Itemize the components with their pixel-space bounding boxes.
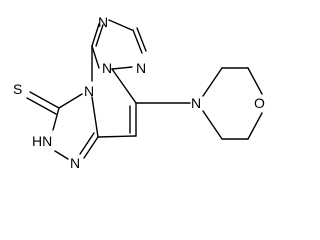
bond-n-top-to-c-top-right (108, 19, 133, 31)
bond-n-bottom-to-c-lower-junction (83, 136, 99, 159)
atom-n-left-upper: N (84, 83, 94, 99)
atom-n-right-upper: N (136, 60, 146, 76)
bond-c-top-right-to-n-right-upper-double (136, 27, 147, 52)
bond-c-thione-to-nh (52, 107, 60, 131)
bond-c-thione-to-s (29, 91, 60, 109)
bond-o-to-lower-right-ch2 (247, 112, 263, 140)
bond-n-morpholine-to-upper-ch2 (202, 67, 223, 97)
atom-n-morpholine: N (191, 95, 201, 111)
bond-n-center-to-c-morpholine (111, 68, 137, 104)
atom-labels: S N N N N N O HN N (13, 14, 265, 171)
atom-s: S (13, 81, 22, 97)
bond-n-center-to-c-junction (91, 45, 100, 69)
bond-n-top-to-c-junction-double (95, 24, 104, 47)
bond-upper-right-ch2-to-o (247, 67, 263, 95)
chemical-structure-diagram: S N N N N N O HN N (13, 14, 265, 171)
bond-n-top-to-c-junction (91, 23, 100, 47)
bond-ch-to-c-lower-junction (97, 135, 137, 138)
bond-n-right-upper-to-n-center (111, 66, 133, 70)
bond-n-left-upper-to-c-lower-junction (91, 96, 99, 138)
bond-c-thione-to-s-double (26, 97, 57, 115)
bond-n-left-upper-to-c-thione (58, 93, 83, 109)
bonds (26, 19, 263, 160)
bond-n-bottom-to-c-lower-junction-double (79, 132, 95, 155)
atom-o: O (254, 95, 265, 111)
atom-nh: HN (32, 133, 52, 149)
atom-n-bottom: N (70, 155, 80, 171)
bond-nh-to-n-bottom (54, 150, 69, 160)
atom-n-center: N (102, 60, 112, 76)
atom-n-top: N (98, 14, 108, 30)
bond-c-top-right-to-n-right-upper (132, 29, 143, 54)
bond-lower-ch2-to-n-morpholine (202, 110, 223, 140)
